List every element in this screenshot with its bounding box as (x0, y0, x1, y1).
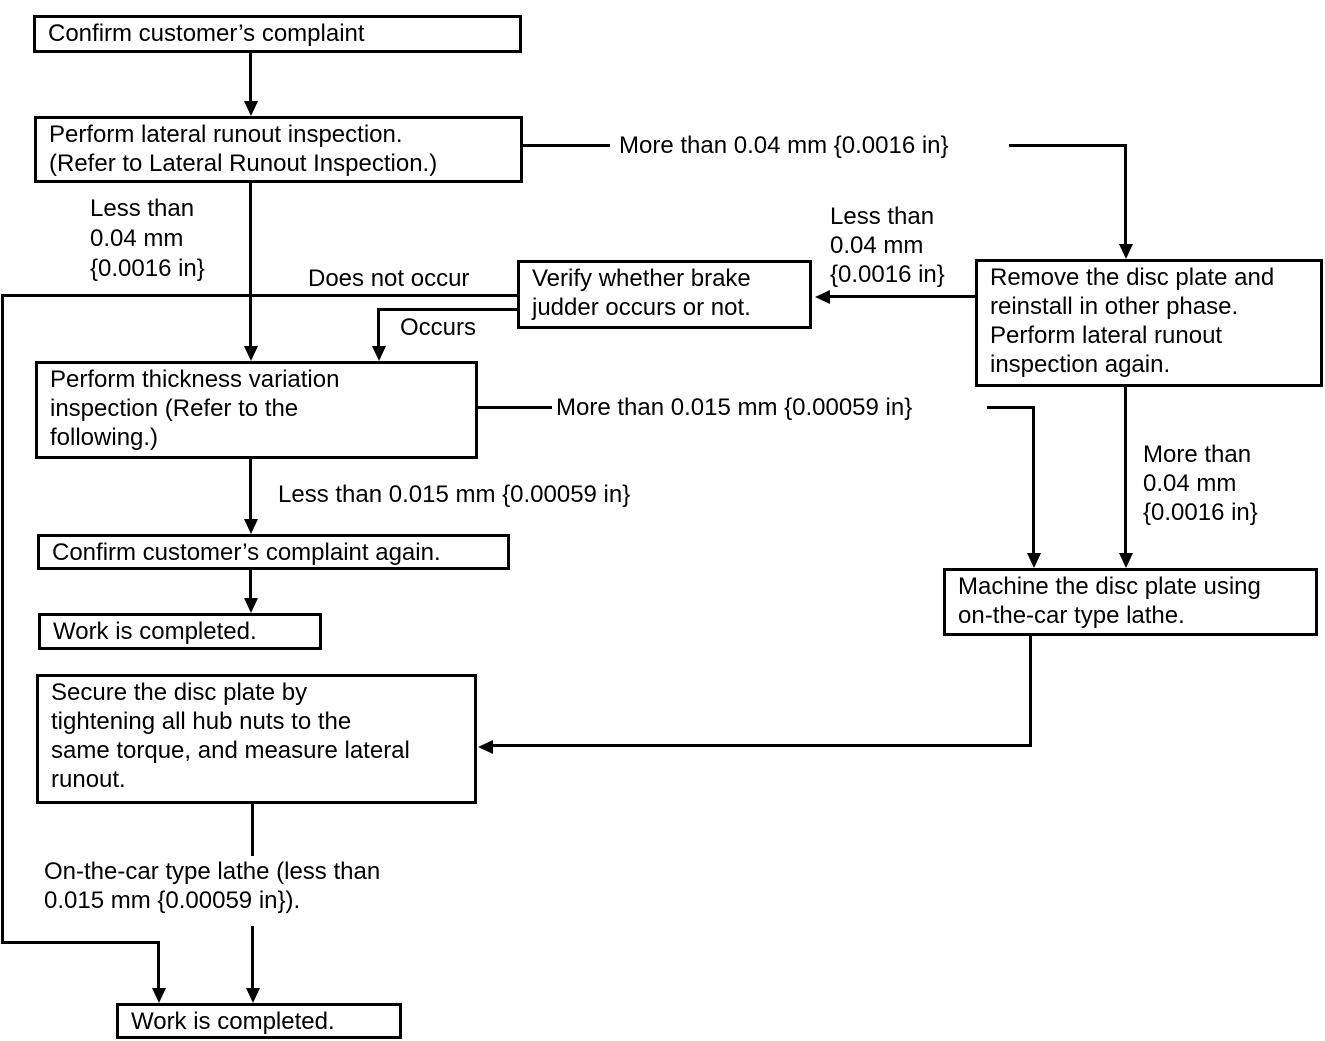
edge-occurs-line-1 (377, 308, 520, 311)
edge-left-to-work-line (157, 941, 160, 989)
edge-more004-bottom-arrowhead (1119, 553, 1133, 568)
edge-confirm-to-work-arrowhead (244, 598, 258, 613)
edge-more004-top-line-1 (521, 144, 610, 147)
node-confirm-complaint: Confirm customer’s complaint (33, 15, 522, 53)
node-machine-disc-plate: Machine the disc plate using on-the-car … (943, 568, 1318, 636)
edge-more004-bottom-line (1124, 387, 1127, 554)
edge-left-bottom-horizontal-line (1, 941, 160, 944)
edge-label-does-not-occur: Does not occur (308, 265, 470, 292)
edge-left-long-vertical-line (1, 294, 4, 944)
node-work-completed-lower: Work is completed. (116, 1003, 402, 1039)
edge-label-more-than-004-bottom: More than 0.04 mm {0.0016 in} (1143, 441, 1258, 526)
edge-machine-to-secure-line-2 (492, 744, 1032, 747)
edge-more0015-line-1 (477, 406, 552, 409)
edge-label-occurs: Occurs (400, 314, 477, 341)
node-confirm-complaint-again: Confirm customer’s complaint again. (37, 534, 510, 570)
edge-more004-top-line-2 (1009, 144, 1127, 147)
edge-label-more-than-0015: More than 0.015 mm {0.00059 in} (556, 394, 913, 421)
edge-label-more-than-004-top: More than 0.04 mm {0.0016 in} (619, 132, 949, 159)
edge-label-less-than-004-right: Less than 0.04 mm {0.0016 in} (830, 203, 945, 288)
edge-occurs-arrowhead (372, 346, 386, 361)
edge-confirm-to-lateral-line (249, 53, 252, 101)
node-remove-disc-plate: Remove the disc plate and reinstall in o… (975, 259, 1323, 387)
edge-more0015-line-2 (987, 406, 1035, 409)
node-work-completed-upper: Work is completed. (38, 613, 322, 650)
edge-thickness-to-confirm-line (249, 459, 252, 519)
edge-label-less-than-0015: Less than 0.015 mm {0.00059 in} (278, 481, 631, 508)
edge-does-not-occur-line (2, 294, 520, 297)
edge-remove-to-verify-arrowhead (815, 290, 830, 304)
edge-lateral-to-thickness-arrowhead (244, 346, 258, 361)
edge-secure-to-work-arrowhead (246, 988, 260, 1003)
edge-more004-top-line-3 (1124, 146, 1127, 245)
edge-lateral-to-thickness-line (249, 183, 252, 346)
edge-confirm-to-lateral-arrowhead (244, 101, 258, 116)
edge-secure-to-work-line-2 (251, 926, 254, 988)
edge-more0015-line-3 (1032, 409, 1035, 554)
edge-label-on-the-car-lathe: On-the-car type lathe (less than 0.015 m… (44, 858, 381, 914)
edge-machine-to-secure-line-1 (1029, 636, 1032, 747)
edge-more0015-arrowhead (1027, 553, 1041, 568)
node-verify-brake-judder: Verify whether brake judder occurs or no… (517, 260, 812, 329)
edge-label-less-than-004-left: Less than 0.04 mm {0.0016 in} (90, 195, 205, 282)
edge-thickness-to-confirm-arrowhead (244, 519, 258, 534)
node-thickness-variation-inspection: Perform thickness variation inspection (… (35, 361, 478, 459)
edge-secure-to-work-line-1 (251, 804, 254, 856)
edge-remove-to-verify-line (829, 295, 978, 298)
edge-occurs-line-2 (377, 311, 380, 347)
edge-left-to-work-arrowhead (152, 988, 166, 1003)
edge-machine-to-secure-arrowhead (478, 740, 493, 754)
edge-more004-top-arrowhead (1119, 244, 1133, 259)
node-secure-disc-plate: Secure the disc plate by tightening all … (36, 674, 477, 804)
edge-confirm-to-work-line (249, 570, 252, 599)
node-lateral-runout-inspection: Perform lateral runout inspection. (Refe… (34, 116, 523, 183)
